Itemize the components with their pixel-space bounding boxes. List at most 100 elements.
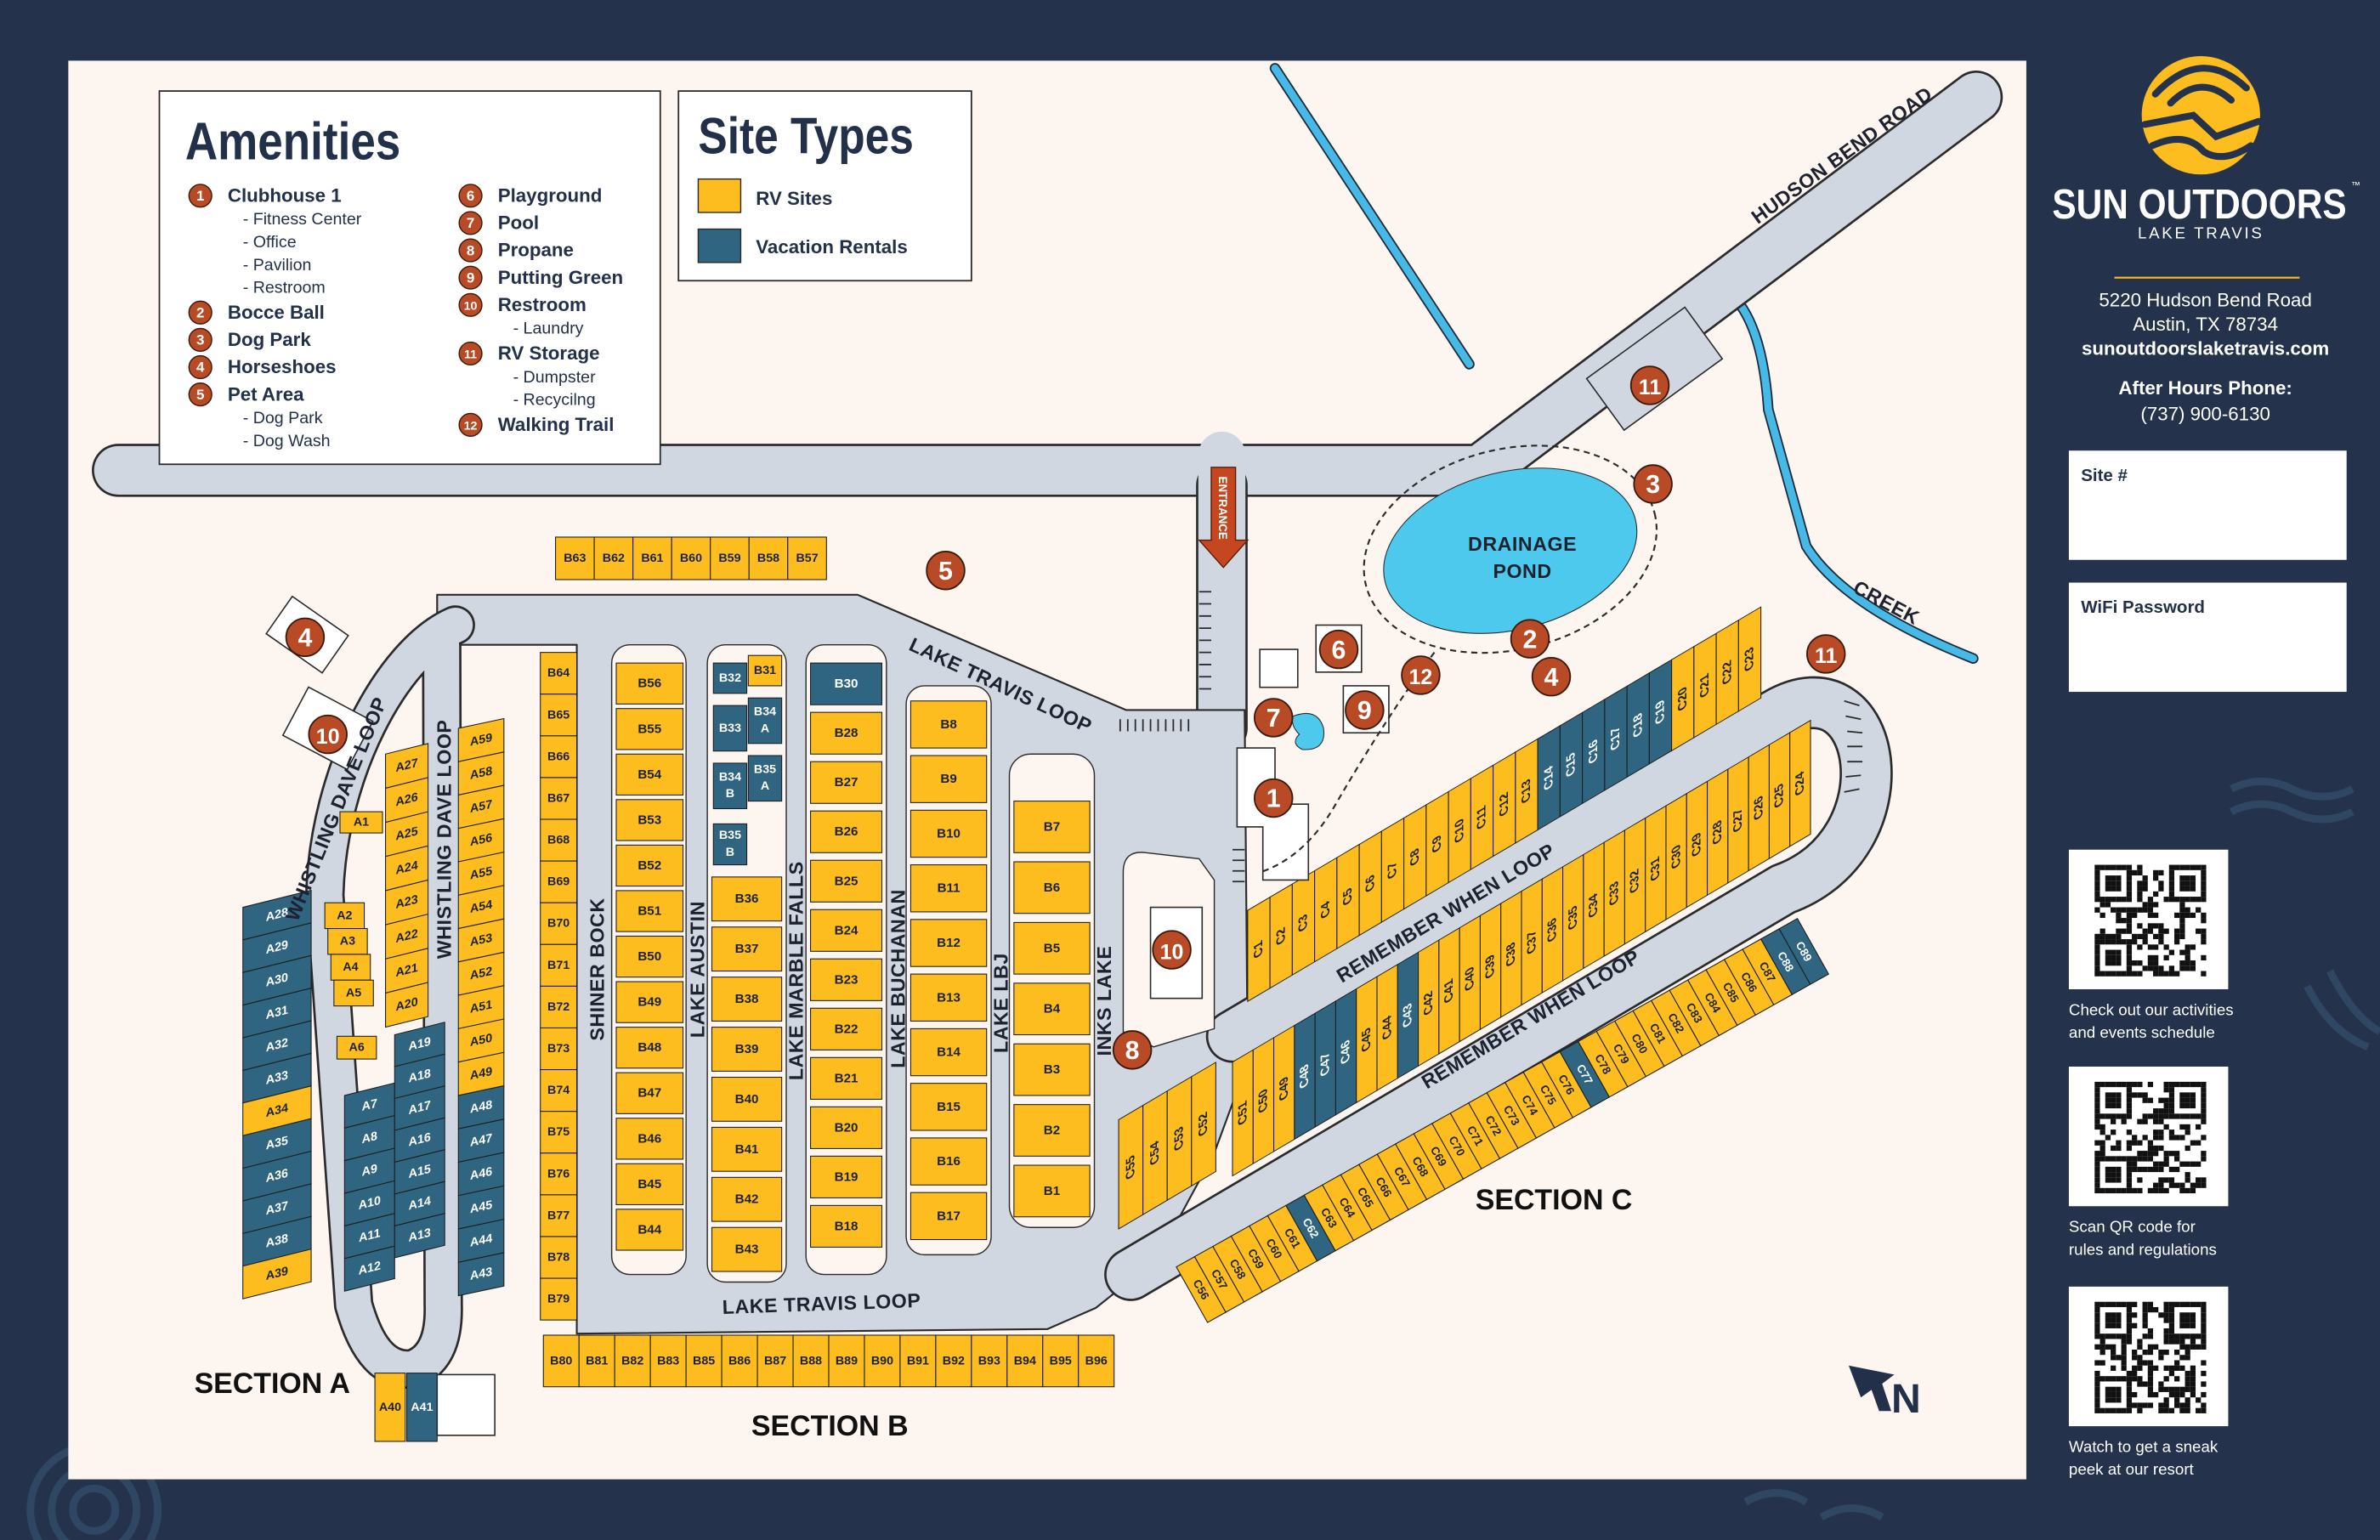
rv-site[interactable]: B1 — [1013, 1164, 1091, 1218]
site-shape[interactable] — [910, 1192, 988, 1241]
website-link[interactable]: sunoutdoorslaketravis.com — [2082, 338, 2329, 360]
amenity-marker[interactable]: 5 — [926, 551, 966, 591]
site-shape[interactable] — [910, 1137, 988, 1186]
vacation-rental-site[interactable]: A31 — [242, 988, 312, 1039]
vacation-rental-site[interactable]: A10 — [343, 1180, 395, 1227]
rv-site[interactable]: B24 — [810, 909, 883, 952]
site-shape[interactable] — [385, 982, 429, 1028]
rv-site[interactable]: B3 — [1013, 1043, 1091, 1096]
site-shape[interactable] — [336, 1035, 377, 1060]
site-shape[interactable] — [578, 1334, 615, 1388]
site-shape[interactable] — [555, 536, 595, 580]
amenity-marker[interactable]: 10 — [308, 714, 348, 755]
rv-site[interactable]: C39 — [1479, 903, 1502, 1031]
rv-site[interactable]: A34 — [242, 1085, 312, 1136]
vacation-rental-site[interactable]: A12 — [343, 1245, 395, 1292]
rv-site[interactable]: C44 — [1376, 963, 1398, 1091]
site-shape[interactable] — [910, 1083, 988, 1131]
rv-site[interactable]: B22 — [810, 1007, 883, 1050]
vacation-rental-site[interactable]: A16 — [394, 1117, 445, 1163]
rv-site[interactable]: C38 — [1500, 890, 1522, 1018]
site-shape[interactable] — [935, 1334, 972, 1388]
rv-site[interactable]: C54 — [1142, 1090, 1168, 1215]
site-shape[interactable] — [540, 860, 578, 903]
site-shape[interactable] — [1778, 918, 1830, 985]
vacation-rental-site[interactable]: A48 — [457, 1084, 505, 1130]
amenity-marker[interactable]: 4 — [285, 617, 326, 658]
rv-site[interactable]: A53 — [457, 918, 505, 963]
rv-site[interactable]: A21 — [385, 948, 429, 994]
rv-site[interactable]: B8 — [910, 700, 988, 749]
site-shape[interactable] — [712, 705, 748, 752]
rv-site[interactable]: B23 — [810, 958, 883, 1001]
rv-site[interactable]: A27 — [385, 743, 429, 790]
rv-site[interactable]: B61 — [632, 536, 672, 580]
vacation-rental-site[interactable]: C47 — [1314, 1000, 1336, 1128]
rv-site[interactable]: C49 — [1273, 1024, 1295, 1152]
wifi-password-field[interactable] — [2068, 582, 2347, 693]
rv-site[interactable]: B83 — [649, 1334, 687, 1388]
site-shape[interactable] — [910, 755, 988, 803]
rv-site[interactable]: B42 — [711, 1176, 783, 1222]
rv-site[interactable]: C5 — [1336, 843, 1360, 950]
site-shape[interactable] — [394, 1213, 445, 1259]
site-shape[interactable] — [615, 753, 684, 795]
rv-site[interactable]: B37 — [711, 926, 783, 972]
site-shape[interactable] — [540, 735, 578, 778]
site-shape[interactable] — [810, 909, 883, 952]
rv-site[interactable]: B71 — [540, 943, 578, 987]
rv-site[interactable]: C53 — [1166, 1075, 1193, 1202]
site-shape[interactable] — [374, 1373, 406, 1442]
site-shape[interactable] — [712, 823, 748, 866]
rv-site[interactable]: C22 — [1715, 619, 1739, 726]
site-shape[interactable] — [540, 1111, 578, 1154]
site-shape[interactable] — [910, 973, 988, 1022]
rv-site[interactable]: C74 — [1504, 1071, 1556, 1139]
site-shape[interactable] — [615, 981, 684, 1023]
vacation-rental-site[interactable]: C15 — [1559, 711, 1584, 818]
rv-site[interactable]: B62 — [593, 536, 634, 580]
rv-site[interactable]: C37 — [1521, 878, 1543, 1006]
site-shape[interactable] — [899, 1334, 937, 1388]
rv-site[interactable]: C25 — [1768, 732, 1791, 860]
site-shape[interactable] — [615, 662, 684, 705]
rv-site[interactable]: C42 — [1418, 939, 1440, 1067]
vacation-rental-site[interactable]: A38 — [242, 1215, 312, 1267]
rv-site[interactable]: A5 — [333, 979, 374, 1007]
rv-site[interactable]: B5 — [1013, 921, 1091, 975]
site-shape[interactable] — [615, 844, 684, 887]
rv-site[interactable]: B85 — [685, 1334, 722, 1388]
rv-site[interactable]: C50 — [1252, 1037, 1275, 1165]
site-shape[interactable] — [339, 811, 383, 834]
rv-site[interactable]: C10 — [1448, 778, 1471, 884]
rv-site[interactable]: C28 — [1707, 768, 1729, 897]
vacation-rental-site[interactable]: A33 — [242, 1052, 312, 1104]
rv-site[interactable]: B20 — [810, 1106, 883, 1149]
site-shape[interactable] — [910, 700, 988, 749]
site-shape[interactable] — [711, 1027, 783, 1072]
rv-site[interactable]: B76 — [540, 1152, 578, 1196]
site-shape[interactable] — [910, 1028, 988, 1077]
site-shape[interactable] — [711, 1076, 783, 1122]
site-shape[interactable] — [615, 890, 684, 932]
rv-site[interactable]: B25 — [810, 859, 883, 903]
rv-site[interactable]: C73 — [1486, 1081, 1538, 1149]
vacation-rental-site[interactable]: C48 — [1294, 1012, 1316, 1141]
amenity-marker[interactable]: 10 — [1152, 930, 1192, 970]
site-shape[interactable] — [1013, 801, 1091, 853]
rv-site[interactable]: C55 — [1118, 1104, 1144, 1230]
rv-site[interactable]: B36 — [711, 876, 783, 922]
rv-site[interactable]: A51 — [457, 985, 505, 1030]
rv-site[interactable]: C7 — [1380, 817, 1405, 923]
rv-site[interactable]: A39 — [242, 1248, 312, 1299]
rv-site[interactable]: A40 — [374, 1373, 406, 1442]
site-shape[interactable] — [542, 1334, 580, 1388]
rv-site[interactable]: B75 — [540, 1111, 578, 1154]
rv-site[interactable]: B74 — [540, 1069, 578, 1113]
rv-site[interactable]: A3 — [327, 928, 368, 955]
site-shape[interactable] — [910, 864, 988, 913]
rv-site[interactable]: B38 — [711, 977, 783, 1022]
site-shape[interactable] — [721, 1334, 758, 1388]
rv-site[interactable]: B6 — [1013, 861, 1091, 914]
